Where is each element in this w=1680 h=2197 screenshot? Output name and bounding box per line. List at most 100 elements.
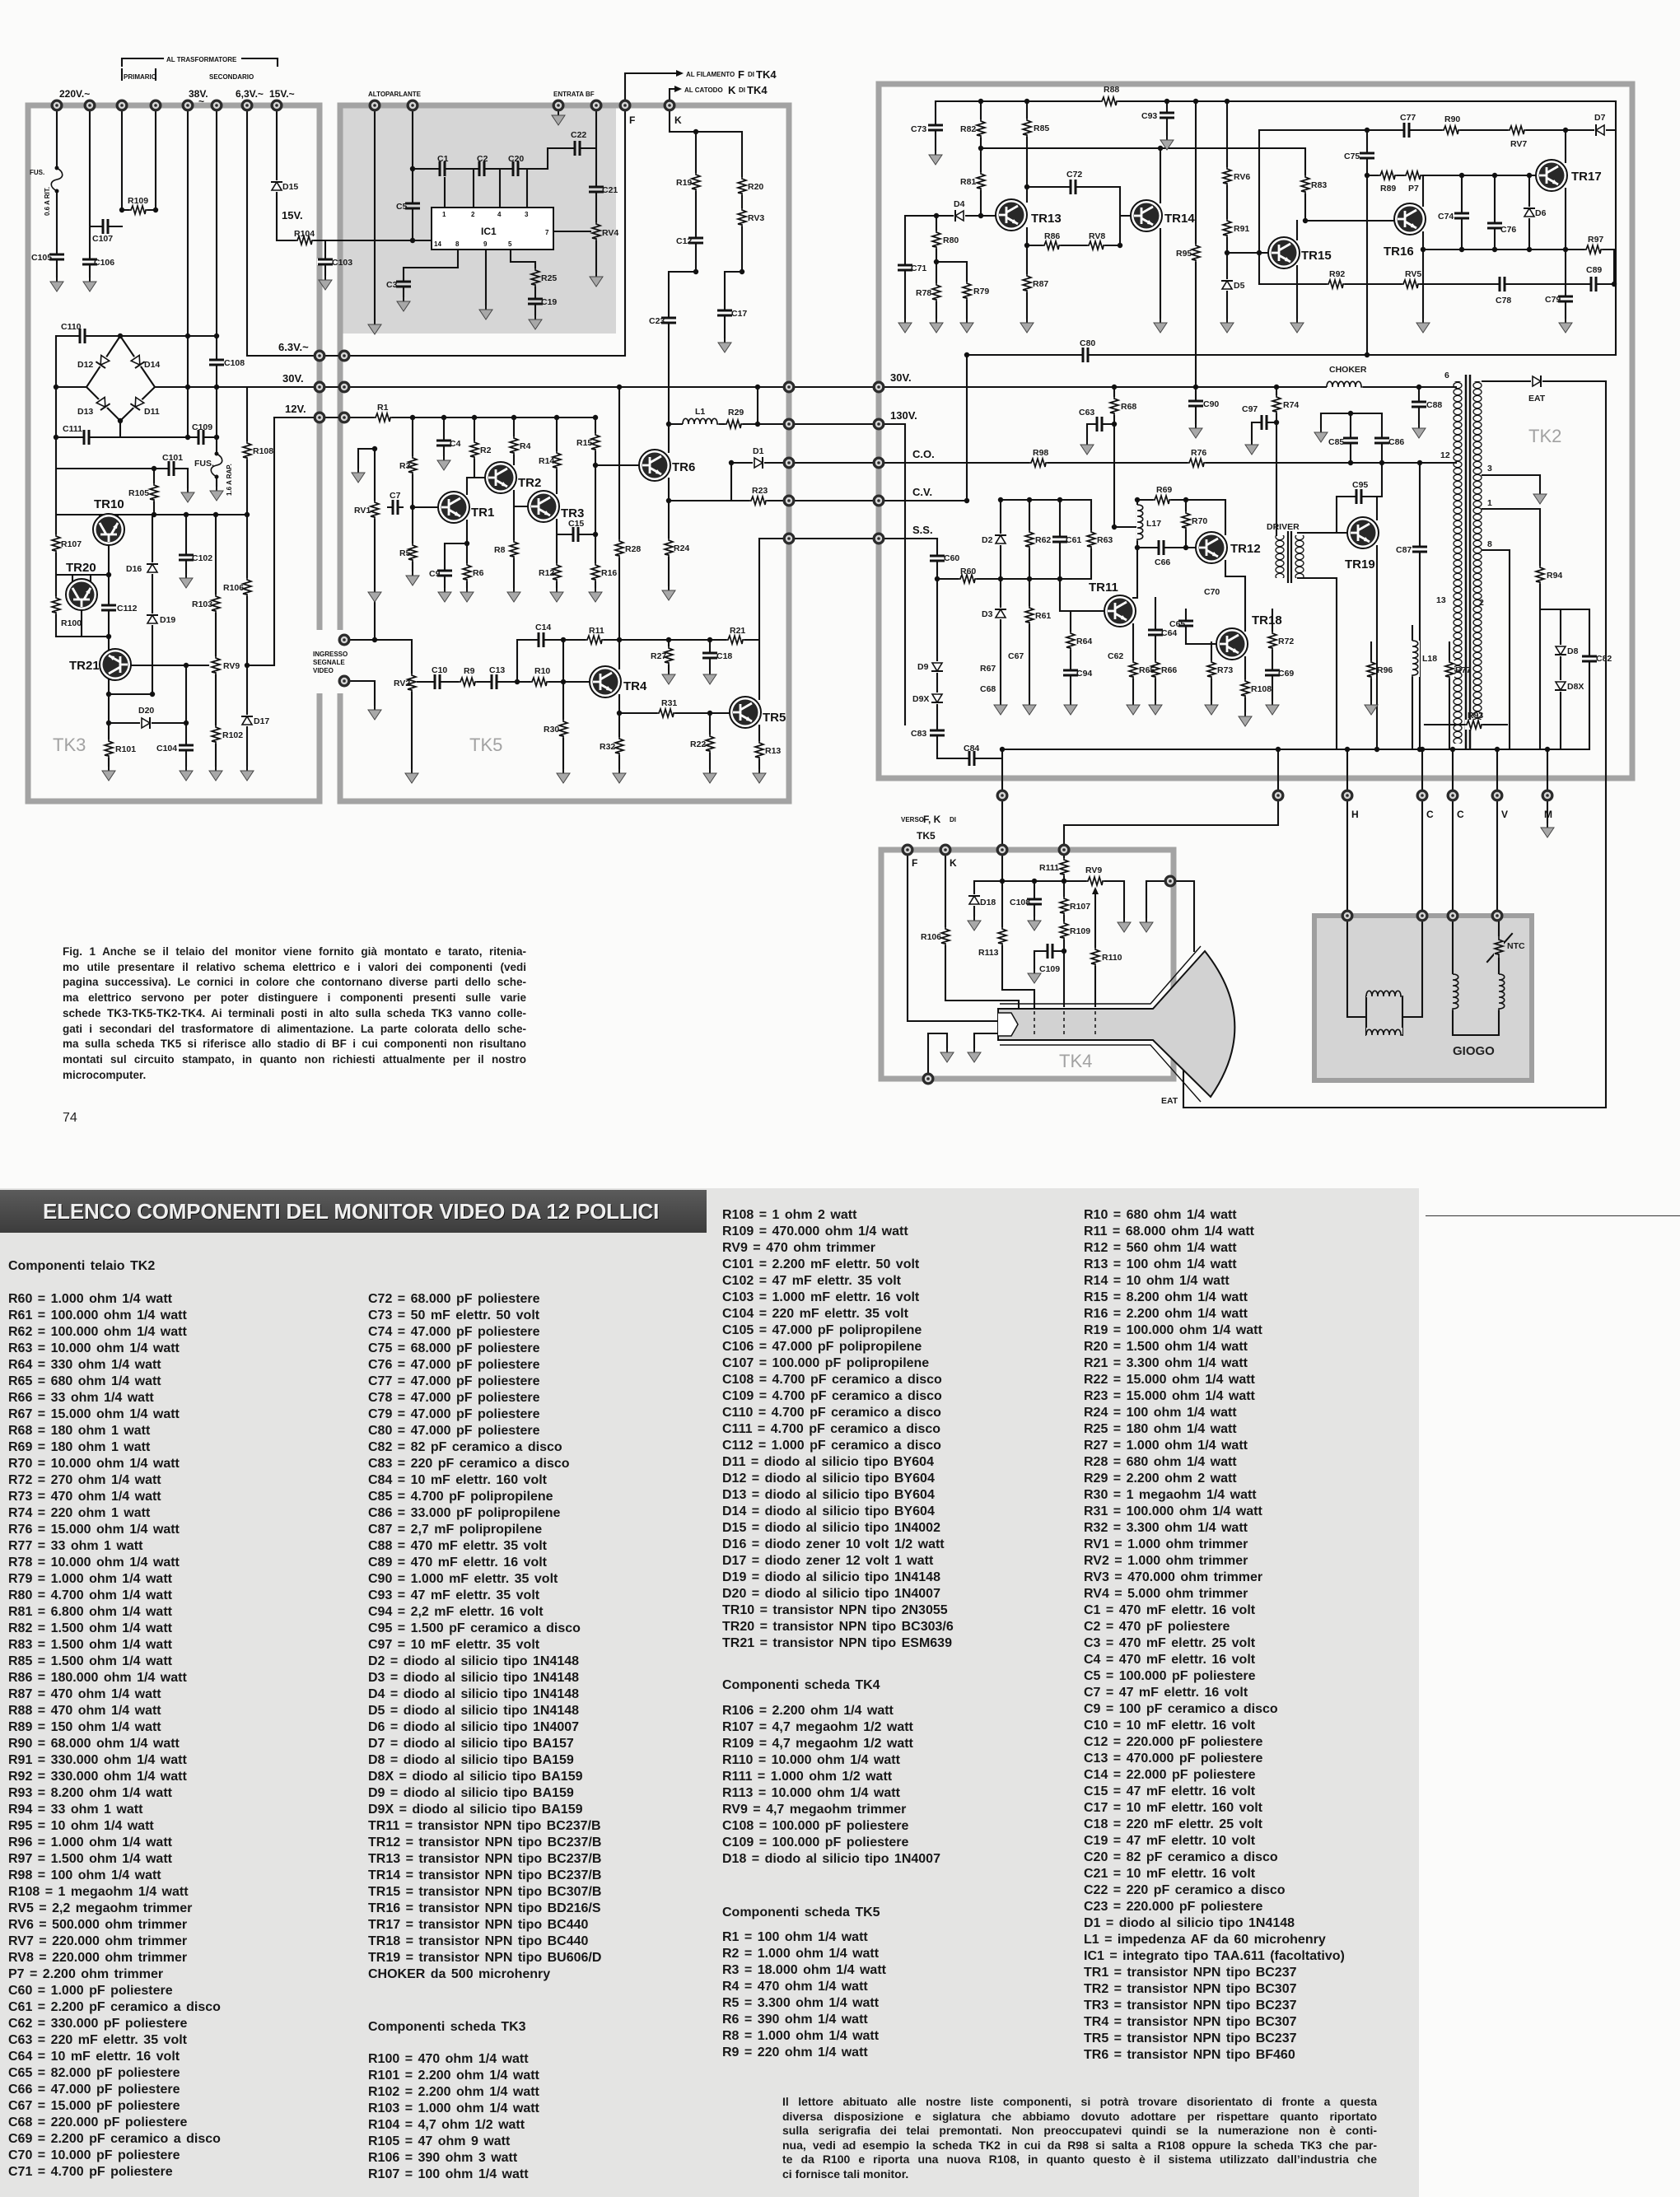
capacitor-icon	[1584, 274, 1603, 294]
schematic-label: RV5	[1405, 269, 1421, 279]
schematic-label: C86	[1388, 437, 1404, 447]
schematic-label: R69	[1156, 485, 1172, 495]
schematic-label: R31	[661, 698, 677, 708]
junction-dot-icon	[183, 720, 189, 726]
component-entry: C89 = 470 mF elettr. 16 volt	[368, 1556, 547, 1570]
resistor-icon	[931, 227, 942, 252]
terminal-icon	[552, 99, 565, 112]
component-entry: TR16 = transistor NPN tipo BD216/S	[368, 1901, 601, 1915]
capacitor-icon	[385, 497, 405, 517]
schematic-label: R19	[676, 178, 692, 188]
component-entry: R107 = 100 ohm 1/4 watt	[368, 2167, 529, 2181]
junction-dot-icon	[1134, 544, 1141, 551]
capacitor-icon	[96, 217, 115, 236]
schematic-label: C.V.	[912, 486, 932, 498]
schematic-label: D5	[1234, 281, 1245, 291]
schematic-label: R73	[1217, 665, 1233, 675]
schematic-label: R72	[1278, 637, 1294, 646]
schematic-label: C94	[1076, 669, 1092, 679]
component-entry: C111 = 4.700 pF ceramico a disco	[722, 1422, 941, 1436]
capacitor-icon	[926, 118, 945, 138]
schematic-label: C75	[1344, 152, 1360, 161]
terminal-icon	[782, 456, 796, 469]
component-entry: C86 = 33.000 pF polipropilene	[368, 1506, 561, 1520]
resistor-icon	[754, 738, 765, 763]
diode-icon	[146, 562, 159, 575]
terminal-icon	[338, 411, 351, 424]
capacitor-icon	[1409, 394, 1429, 414]
schematic-label: C62	[1108, 651, 1123, 661]
component-entry: C65 = 82.000 pF poliestere	[8, 2066, 180, 2080]
schematic-label: TR20	[66, 561, 96, 575]
capacitor-icon	[1357, 146, 1377, 166]
resistor-icon	[508, 537, 520, 562]
component-entry: C62 = 330.000 pF poliestere	[8, 2017, 188, 2031]
component-entry: D20 = diodo al silicio tipo 1N4007	[722, 1587, 940, 1601]
ground-icon	[940, 1047, 954, 1063]
terminal-icon	[270, 99, 283, 112]
capacitor-icon	[99, 598, 119, 618]
capacitor-icon	[1372, 431, 1392, 450]
schematic-label: 4	[497, 211, 502, 218]
component-entry: TR3 = transistor NPN tipo BC237	[1084, 1999, 1297, 2013]
junction-dot-icon	[1117, 242, 1123, 249]
terminal-icon	[872, 417, 885, 431]
schematic-label: C84	[964, 744, 979, 753]
junction-dot-icon	[560, 679, 567, 685]
schematic-label: C66	[1155, 557, 1170, 567]
schematic-label: 5	[508, 240, 512, 248]
schematic-label: AL TRASFORMATORE	[166, 56, 237, 63]
ic1-package	[431, 207, 554, 250]
component-entry: C60 = 1.000 pF poliestere	[8, 1984, 173, 1998]
caption-line: mo utile presentare il relativo schema e…	[63, 960, 526, 973]
board-tk4-frame	[878, 847, 1177, 1082]
schematic-label: D7	[1594, 113, 1606, 123]
junction-dot-icon	[441, 414, 447, 421]
component-entry: R5 = 3.300 ohm 1/4 watt	[722, 1996, 880, 2010]
junction-dot-icon	[1273, 419, 1280, 426]
resistor-icon	[654, 707, 679, 719]
ground-icon	[1139, 917, 1154, 933]
junction-dot-icon	[665, 637, 672, 643]
schematic-label: 9	[483, 240, 488, 248]
junction-dot-icon	[151, 511, 157, 518]
ground-icon	[437, 586, 452, 603]
component-entry: R6 = 390 ohm 1/4 watt	[722, 2013, 868, 2027]
capacitor-icon	[427, 672, 447, 692]
capacitor-icon	[1492, 274, 1512, 294]
resistor-icon	[469, 437, 480, 462]
junction-dot-icon	[1364, 172, 1370, 179]
resistor-icon	[1058, 855, 1070, 879]
component-entry: IC1 = integrato tipo TAA.611 (facoltativ…	[1084, 1949, 1345, 1963]
component-entry: C22 = 220 pF ceramico a disco	[1084, 1883, 1286, 1897]
component-entry: R76 = 15.000 ohm 1/4 watt	[8, 1523, 180, 1537]
component-entry: RV2 = 1.000 ohm trimmer	[1084, 1554, 1248, 1568]
component-entry: C77 = 47.000 pF poliestere	[368, 1374, 540, 1388]
schematic-label: R14	[539, 456, 554, 466]
component-entry: R27 = 1.000 ohm 1/4 watt	[1084, 1439, 1248, 1453]
component-entry: R21 = 3.300 ohm 1/4 watt	[1084, 1356, 1248, 1370]
terminal-icon	[1446, 789, 1459, 802]
component-entry: C70 = 10.000 pF poliestere	[8, 2148, 180, 2162]
capacitor-icon	[715, 303, 735, 323]
line-output-transformer	[1453, 375, 1482, 749]
schematic-label: 7	[545, 229, 549, 236]
schematic-label: R79	[973, 287, 989, 296]
terminal-icon	[338, 633, 351, 646]
resistor-icon	[590, 560, 601, 585]
resistor-icon	[1021, 271, 1033, 296]
note-line: diversa disposizione e siglatura che abb…	[782, 2109, 1377, 2123]
resistor-icon	[975, 116, 987, 141]
terminal-icon	[1491, 789, 1504, 802]
component-entry: R29 = 2.200 ohm 2 watt	[1084, 1472, 1237, 1486]
resistor-icon	[126, 204, 151, 216]
diode-icon	[94, 352, 112, 371]
schematic-label: R12	[539, 568, 554, 578]
ground-icon	[702, 767, 717, 784]
transistor-tr2-icon	[483, 460, 518, 495]
component-entry: R73 = 470 ohm 1/4 watt	[8, 1490, 161, 1504]
schematic-label: R95	[1176, 249, 1192, 259]
junction-dot-icon	[1526, 172, 1533, 179]
ground-icon	[1126, 699, 1141, 716]
